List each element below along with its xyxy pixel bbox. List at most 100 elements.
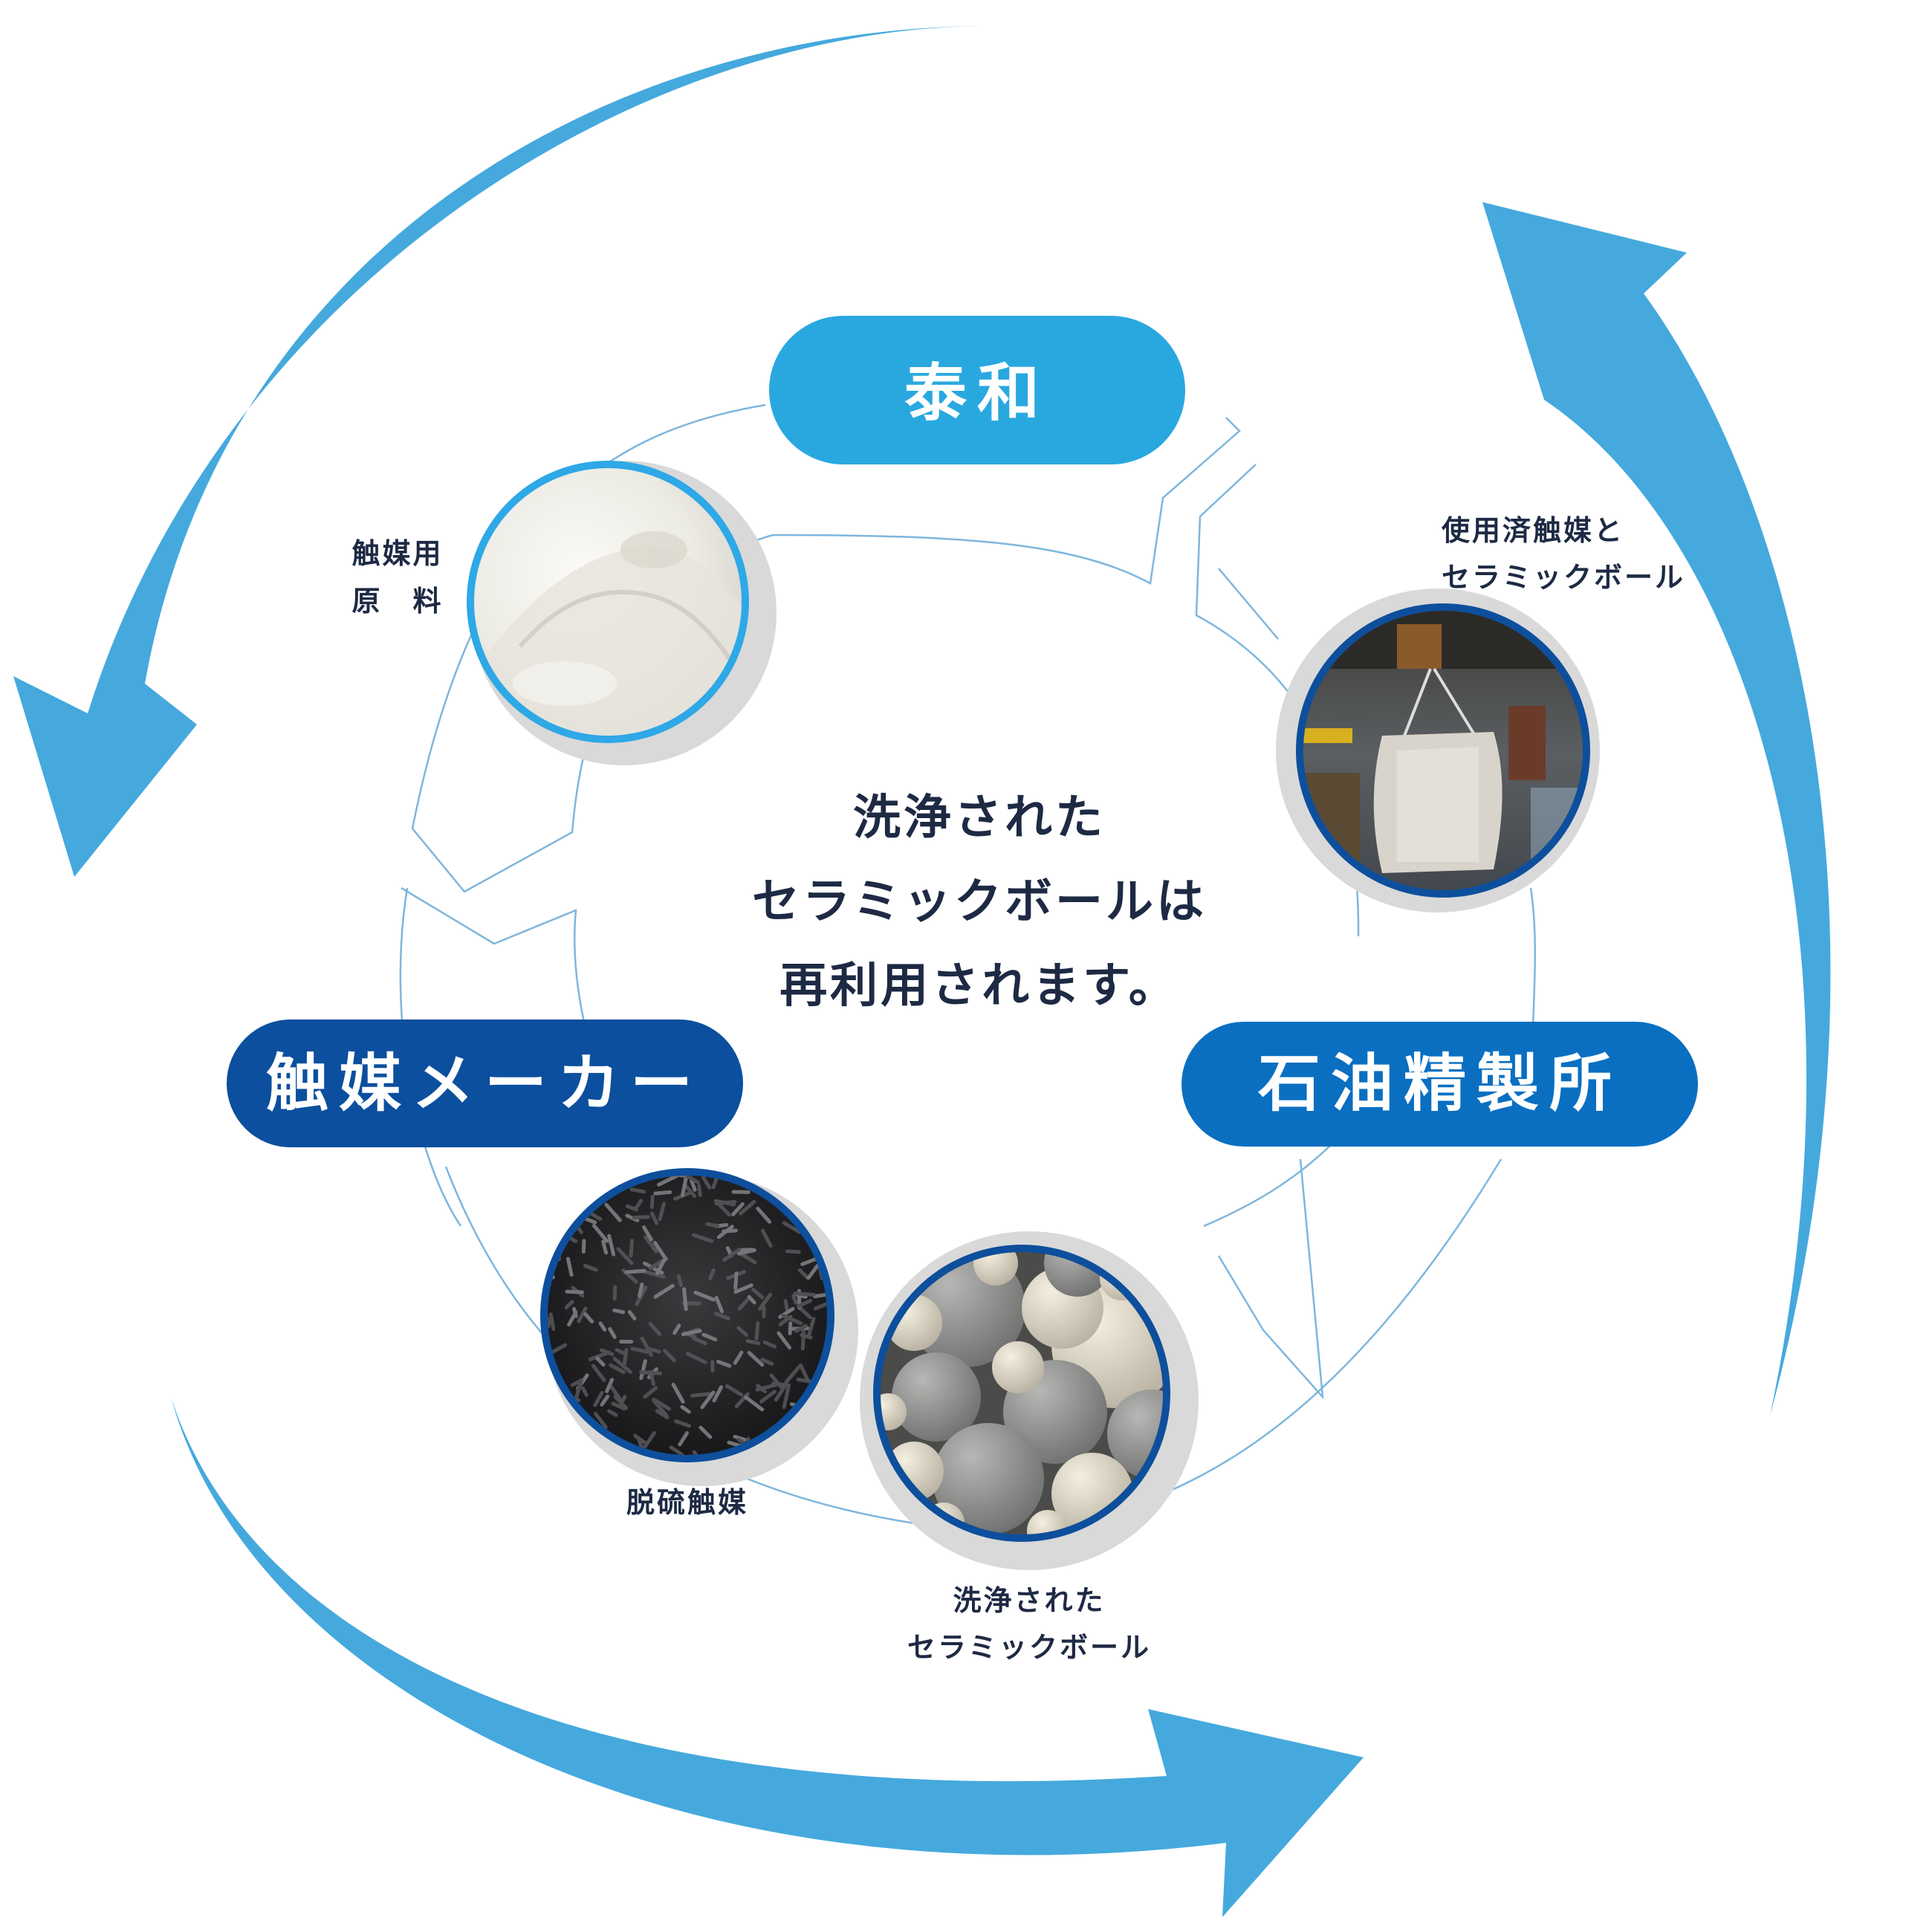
pellet-texture xyxy=(806,1263,820,1280)
pellet-texture xyxy=(639,1359,647,1381)
pellet-texture xyxy=(681,1329,702,1337)
pellet-texture xyxy=(613,1395,629,1410)
pellet-texture xyxy=(712,1385,723,1403)
caption-cleaned-balls-line-1: 洗浄された xyxy=(953,1584,1105,1617)
pellet-texture xyxy=(583,1312,594,1324)
pellet-texture xyxy=(697,1184,702,1197)
pellet-texture xyxy=(793,1178,814,1193)
pellet-texture xyxy=(744,1395,765,1412)
node-taiwa-label: 泰和 xyxy=(904,357,1050,429)
caption-desulfurization: 脱硫触媒 xyxy=(626,1486,748,1519)
node-refinery: 石油精製所 xyxy=(1181,1022,1698,1147)
pellet-texture xyxy=(812,1292,827,1299)
pellet-texture xyxy=(813,1300,827,1311)
pellet-texture xyxy=(796,1298,813,1309)
pellet-texture xyxy=(580,1386,589,1397)
pellet-texture xyxy=(806,1317,816,1338)
pellet-texture xyxy=(565,1289,584,1294)
pellet-texture xyxy=(642,1270,666,1279)
center-text-line-2: セラミックボールは xyxy=(752,875,1207,930)
pellet-texture xyxy=(643,1386,658,1399)
pellet-texture xyxy=(593,1411,608,1430)
pellet-texture xyxy=(680,1404,691,1414)
pellet-texture xyxy=(714,1199,737,1206)
pellet-texture xyxy=(645,1346,661,1354)
pellet-texture xyxy=(632,1215,650,1220)
pellet-texture xyxy=(548,1312,556,1331)
pellet-texture xyxy=(761,1228,773,1248)
pellet-texture xyxy=(548,1233,554,1239)
pellet-texture xyxy=(633,1199,644,1211)
pellet-texture xyxy=(722,1247,742,1262)
pellet-texture xyxy=(627,1310,637,1320)
pellet-texture xyxy=(713,1312,730,1320)
pellet-texture xyxy=(733,1350,744,1365)
pellet-texture xyxy=(671,1382,685,1404)
pellet-texture xyxy=(760,1358,774,1366)
pellet-texture xyxy=(693,1290,716,1302)
pellet-texture xyxy=(641,1430,657,1450)
pellet-texture xyxy=(570,1176,581,1181)
pellet-texture xyxy=(756,1384,767,1394)
pellet-texture xyxy=(622,1348,629,1366)
pellet-texture xyxy=(642,1225,653,1242)
photo-desulfurization-catalyst xyxy=(540,1168,858,1486)
pellet-texture xyxy=(747,1294,756,1305)
pellet-texture xyxy=(607,1409,618,1417)
pellet-texture xyxy=(649,1259,664,1271)
pellet-texture xyxy=(820,1176,827,1189)
pellet-texture xyxy=(565,1257,574,1277)
pellet-texture xyxy=(564,1300,574,1310)
pellet-texture xyxy=(819,1199,825,1222)
pellet-texture xyxy=(783,1299,790,1314)
pellet-texture xyxy=(724,1384,744,1397)
pellet-texture xyxy=(568,1207,589,1212)
caption-used-catalyst-line-1: 使用済触媒と xyxy=(1442,514,1624,547)
pellet-texture xyxy=(589,1211,603,1221)
pellet-texture xyxy=(731,1202,745,1216)
pellet-texture xyxy=(698,1425,713,1439)
pellet-texture xyxy=(736,1326,748,1338)
pellet-texture xyxy=(756,1206,772,1224)
pellet-texture xyxy=(684,1183,697,1199)
pellet-texture xyxy=(600,1394,610,1407)
pellet-texture xyxy=(824,1176,827,1179)
cycle-arrow-bottom xyxy=(171,1397,1364,1917)
pellet-texture xyxy=(759,1390,777,1404)
pellet-texture xyxy=(791,1294,798,1305)
pellet-texture xyxy=(655,1258,666,1275)
pellet-texture xyxy=(595,1356,606,1367)
node-taiwa: 泰和 xyxy=(769,316,1185,464)
pellet-texture xyxy=(548,1307,551,1326)
pellet-texture xyxy=(608,1383,623,1403)
pellet-texture xyxy=(567,1310,578,1327)
pellet-texture xyxy=(574,1378,583,1402)
pellet-texture xyxy=(566,1182,575,1202)
pellet-texture xyxy=(751,1287,765,1300)
pellet-texture xyxy=(609,1363,626,1375)
pellet-texture xyxy=(644,1235,658,1254)
pellet-texture xyxy=(581,1239,586,1254)
pellet-texture xyxy=(607,1234,616,1257)
caption-desulfurization-line-1: 脱硫触媒 xyxy=(626,1486,748,1519)
pellet-texture xyxy=(564,1188,578,1199)
pellet-texture xyxy=(674,1419,691,1428)
pellet-texture xyxy=(640,1336,653,1358)
pellet-texture xyxy=(813,1212,823,1225)
pellet-texture xyxy=(690,1179,697,1192)
pellet-texture xyxy=(692,1336,707,1346)
photo-cleaned-ceramic-balls xyxy=(860,1231,1199,1570)
center-text-line-1: 洗浄された xyxy=(853,791,1106,846)
pellet-texture xyxy=(653,1190,672,1196)
pellet-texture xyxy=(577,1306,588,1323)
pellet-texture xyxy=(782,1386,791,1410)
pellet-texture xyxy=(736,1248,755,1252)
pellet-texture xyxy=(599,1348,615,1357)
cycle-arrow-right xyxy=(1482,202,1831,1416)
pellet-texture xyxy=(771,1381,791,1387)
pellet-texture xyxy=(737,1298,749,1311)
pellet-texture xyxy=(788,1321,793,1335)
pellet-texture xyxy=(570,1379,582,1387)
pellet-texture xyxy=(690,1392,713,1398)
